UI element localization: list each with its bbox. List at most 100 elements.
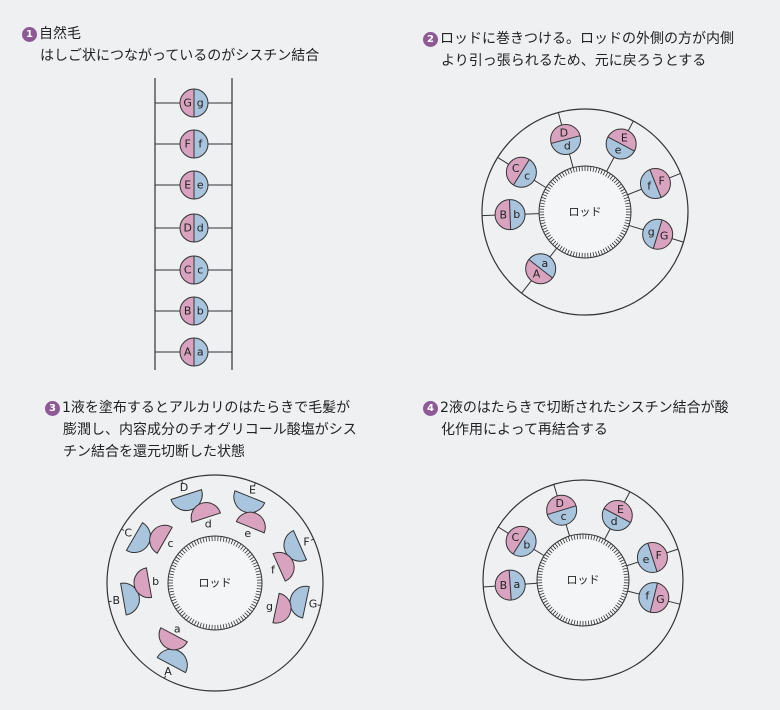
rod-tick bbox=[567, 249, 570, 255]
half-bond-letter-b: b bbox=[152, 575, 159, 588]
rod-tick bbox=[172, 601, 178, 605]
rod-tick bbox=[623, 196, 629, 200]
panel-4-outer-ring bbox=[482, 479, 684, 681]
panel-3-outer-ring bbox=[106, 474, 324, 692]
rod-tick bbox=[565, 617, 568, 623]
rod-tick bbox=[600, 616, 604, 622]
rod-tick bbox=[548, 183, 553, 188]
bond-letter-d: d bbox=[197, 222, 204, 235]
panel-3-line-3: チン結合を還元切断した状態 bbox=[63, 444, 245, 460]
rod-tick bbox=[592, 166, 595, 172]
rod-tick bbox=[578, 166, 581, 172]
rod-tick bbox=[244, 549, 249, 554]
rod-tick bbox=[615, 604, 620, 609]
half-bond-letter-E: E bbox=[249, 484, 256, 497]
panel-2-line-1: ロッドに巻きつける。ロッドの外側の方が内側 bbox=[440, 31, 734, 47]
bond-half-g bbox=[653, 219, 673, 250]
bond-half-D bbox=[194, 214, 208, 242]
bond-circle-outline bbox=[550, 124, 582, 156]
bond-half-e bbox=[180, 171, 194, 199]
rod-tick bbox=[620, 188, 626, 192]
rod-tick bbox=[600, 169, 603, 175]
rod-tick bbox=[556, 244, 561, 249]
step-3-badge: 3 bbox=[45, 401, 60, 416]
bond-letter-b: b bbox=[513, 208, 520, 221]
rod-tick bbox=[607, 173, 611, 179]
rod-tick bbox=[595, 618, 599, 624]
bond-half-C bbox=[513, 159, 537, 188]
bond-divider bbox=[652, 219, 663, 249]
rod-tick bbox=[537, 570, 543, 573]
bond-half-E bbox=[602, 508, 631, 531]
rod-tick bbox=[605, 613, 609, 619]
bond-divider bbox=[607, 136, 635, 152]
step-4-badge: 4 bbox=[423, 401, 438, 416]
bond-half-B bbox=[509, 199, 526, 230]
rod-tick bbox=[537, 573, 543, 576]
rod-tick bbox=[619, 559, 625, 563]
rod-tick bbox=[624, 199, 630, 202]
rod-tick bbox=[208, 536, 210, 542]
rod-tick bbox=[175, 606, 181, 610]
rod-tick bbox=[205, 536, 208, 542]
bond-half-e bbox=[607, 129, 637, 152]
rod-tick bbox=[202, 623, 205, 629]
step-2-badge: 2 bbox=[423, 32, 438, 47]
bond-circle-outline bbox=[601, 500, 633, 532]
bond-half-d bbox=[604, 500, 633, 523]
rod-tick bbox=[539, 205, 545, 208]
rod-tick bbox=[179, 551, 184, 556]
rod-tick bbox=[567, 169, 570, 175]
rod-tick bbox=[171, 598, 177, 602]
rod-tick bbox=[609, 175, 614, 180]
bond-letter-B: B bbox=[500, 208, 508, 221]
rod-tick bbox=[557, 541, 561, 547]
bond-letter-d: d bbox=[611, 515, 618, 528]
rod-tick bbox=[548, 236, 553, 241]
rod-tick bbox=[193, 620, 197, 626]
rod-tick bbox=[233, 540, 237, 546]
rod-tick bbox=[550, 547, 555, 552]
rod-tick bbox=[544, 554, 550, 558]
panel-3-line-2: 膨潤し、内容成分のチオグリコール酸塩がシス bbox=[63, 422, 357, 438]
rod-tick bbox=[546, 604, 551, 609]
bond-half-F bbox=[637, 543, 658, 573]
rod-tick bbox=[575, 166, 578, 172]
rod-tick bbox=[562, 538, 566, 544]
rod-tick bbox=[589, 252, 592, 258]
rod-tick bbox=[621, 191, 627, 195]
rod-tick bbox=[550, 181, 555, 186]
rod-tick bbox=[251, 603, 256, 607]
rod-tick bbox=[570, 535, 573, 541]
rod-tick bbox=[240, 545, 244, 550]
panel-2-bond-A: Aa bbox=[525, 253, 557, 285]
rod-tick bbox=[170, 596, 176, 599]
rod-tick bbox=[557, 613, 561, 619]
bond-letter-c: c bbox=[197, 264, 203, 277]
bond-half-b bbox=[506, 526, 530, 555]
half-bond-shape bbox=[120, 582, 140, 616]
rod-tick bbox=[248, 554, 253, 558]
rod-tick bbox=[169, 570, 175, 573]
panel-3-spoke bbox=[121, 528, 125, 531]
bond-letter-a: a bbox=[514, 578, 521, 591]
bond-half-c bbox=[180, 256, 194, 284]
rod-tick bbox=[205, 624, 208, 630]
rod-tick bbox=[254, 567, 260, 570]
rod-tick bbox=[572, 167, 575, 173]
rod-tick bbox=[617, 183, 622, 188]
rod-tick bbox=[603, 615, 607, 621]
half-bond-shape bbox=[190, 502, 222, 523]
bond-letter-e: e bbox=[197, 179, 204, 192]
bond-letter-D: D bbox=[183, 222, 191, 235]
panel-3-spoke bbox=[317, 604, 321, 606]
rod-tick bbox=[597, 250, 601, 256]
bond-circle-outline bbox=[605, 128, 637, 160]
rod-tick bbox=[572, 251, 575, 257]
rod-tick bbox=[196, 539, 200, 545]
half-bond-shape bbox=[289, 585, 310, 619]
